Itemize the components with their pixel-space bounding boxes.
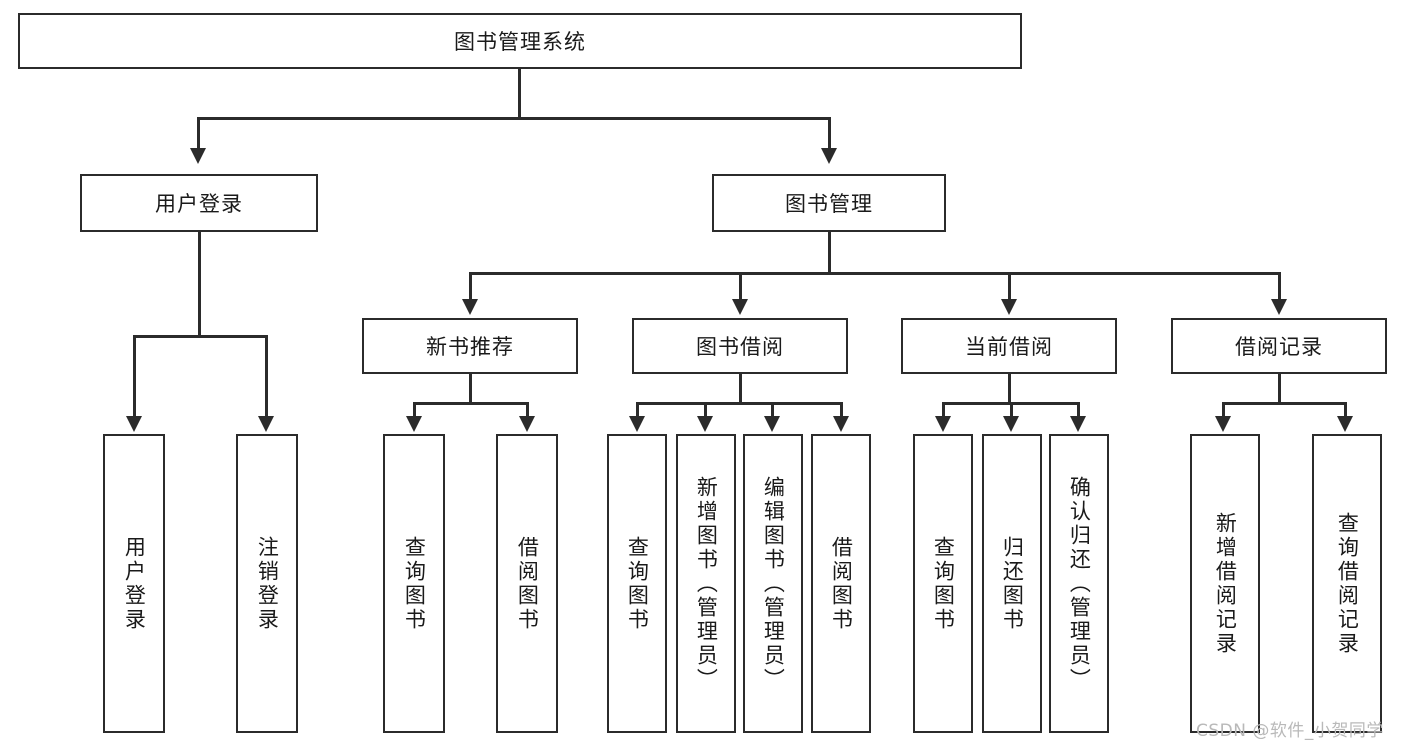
arrow-to-current-borrow xyxy=(1001,299,1017,315)
connector-level3-bar xyxy=(469,272,1281,275)
node-label: 查询图书 xyxy=(931,535,956,632)
arrow-leaf-nbr-2 xyxy=(519,416,535,432)
arrow-leaf-bb-3 xyxy=(764,416,780,432)
node-label: 查询图书 xyxy=(625,535,650,632)
arrow-leaf-bb-2 xyxy=(697,416,713,432)
node-label: 归还图书 xyxy=(1000,535,1025,632)
connector-nbr-leaf-1 xyxy=(413,402,416,418)
arrow-leaf-cb-2 xyxy=(1003,416,1019,432)
csdn-watermark: CSDN @软件_小贺同学 xyxy=(1196,721,1384,741)
leaf-br-add-record[interactable]: 新增借阅记录 xyxy=(1190,434,1260,733)
connector-to-new-book-recommend xyxy=(469,272,472,300)
node-label: 当前借阅 xyxy=(965,335,1053,359)
node-borrow-record[interactable]: 借阅记录 xyxy=(1171,318,1387,374)
arrow-leaf-cb-3 xyxy=(1070,416,1086,432)
leaf-user-login-login[interactable]: 用户登录 xyxy=(103,434,165,733)
arrow-leaf-cb-1 xyxy=(935,416,951,432)
leaf-nbr-borrow-book[interactable]: 借阅图书 xyxy=(496,434,558,733)
connector-br-leaf-2 xyxy=(1344,402,1347,418)
connector-borrow-record-bar xyxy=(1222,402,1347,405)
leaf-bb-query-book[interactable]: 查询图书 xyxy=(607,434,667,733)
node-label: 查询图书 xyxy=(402,535,427,632)
leaf-user-login-logout[interactable]: 注销登录 xyxy=(236,434,298,733)
node-label: 新增借阅记录 xyxy=(1213,511,1238,656)
leaf-bb-borrow-book[interactable]: 借阅图书 xyxy=(811,434,871,733)
connector-user-login-bar xyxy=(133,335,267,338)
connector-level2-bar xyxy=(197,117,831,120)
connector-cb-leaf-2 xyxy=(1010,402,1013,418)
leaf-bb-edit-book-admin[interactable]: 编辑图书（管理员） xyxy=(743,434,803,733)
arrow-leaf-nbr-1 xyxy=(406,416,422,432)
connector-to-borrow-record xyxy=(1278,272,1281,300)
node-label: 图书借阅 xyxy=(696,335,784,359)
node-user-login[interactable]: 用户登录 xyxy=(80,174,318,232)
arrow-leaf-bb-1 xyxy=(629,416,645,432)
node-label: 新书推荐 xyxy=(426,335,514,359)
node-label: 新增图书（管理员） xyxy=(694,475,719,692)
arrow-to-user-login xyxy=(190,148,206,164)
connector-book-borrow-bar xyxy=(636,402,843,405)
arrow-leaf-user-login-2 xyxy=(258,416,274,432)
node-new-book-recommend[interactable]: 新书推荐 xyxy=(362,318,578,374)
leaf-bb-add-book-admin[interactable]: 新增图书（管理员） xyxy=(676,434,736,733)
connector-to-user-login xyxy=(197,117,200,149)
connector-to-current-borrow xyxy=(1008,272,1011,300)
connector-book-management-stem xyxy=(828,232,831,274)
leaf-br-query-record[interactable]: 查询借阅记录 xyxy=(1312,434,1382,733)
node-label: 借阅记录 xyxy=(1235,335,1323,359)
arrow-to-borrow-record xyxy=(1271,299,1287,315)
arrow-leaf-user-login-1 xyxy=(126,416,142,432)
node-label: 注销登录 xyxy=(255,535,280,632)
connector-borrow-record-stem xyxy=(1278,374,1281,404)
connector-br-leaf-1 xyxy=(1222,402,1225,418)
connector-nbr-leaf-2 xyxy=(526,402,529,418)
arrow-to-book-borrow xyxy=(732,299,748,315)
arrow-leaf-br-1 xyxy=(1215,416,1231,432)
connector-bb-leaf-2 xyxy=(704,402,707,418)
node-label: 查询借阅记录 xyxy=(1335,511,1360,656)
connector-user-login-stem xyxy=(198,232,201,337)
node-label: 借阅图书 xyxy=(829,535,854,632)
connector-bb-leaf-4 xyxy=(840,402,843,418)
leaf-cb-query-book[interactable]: 查询图书 xyxy=(913,434,973,733)
connector-bb-leaf-3 xyxy=(771,402,774,418)
node-current-borrow[interactable]: 当前借阅 xyxy=(901,318,1117,374)
connector-cb-leaf-3 xyxy=(1077,402,1080,418)
node-label: 图书管理系统 xyxy=(454,30,586,54)
arrow-leaf-bb-4 xyxy=(833,416,849,432)
leaf-cb-confirm-return-admin[interactable]: 确认归还（管理员） xyxy=(1049,434,1109,733)
connector-to-book-management xyxy=(828,117,831,149)
connector-new-book-recommend-stem xyxy=(469,374,472,404)
connector-user-login-leaf-2 xyxy=(265,335,268,417)
connector-book-borrow-stem xyxy=(739,374,742,404)
node-book-management[interactable]: 图书管理 xyxy=(712,174,946,232)
connector-cb-leaf-1 xyxy=(942,402,945,418)
connector-new-book-recommend-bar xyxy=(413,402,529,405)
arrow-to-new-book-recommend xyxy=(462,299,478,315)
connector-root-stem xyxy=(518,69,521,119)
connector-bb-leaf-1 xyxy=(636,402,639,418)
connector-user-login-leaf-1 xyxy=(133,335,136,417)
arrow-to-book-management xyxy=(821,148,837,164)
connector-to-book-borrow xyxy=(739,272,742,300)
node-label: 用户登录 xyxy=(155,192,243,216)
node-label: 用户登录 xyxy=(122,535,147,632)
leaf-cb-return-book[interactable]: 归还图书 xyxy=(982,434,1042,733)
connector-current-borrow-stem xyxy=(1008,374,1011,404)
node-label: 编辑图书（管理员） xyxy=(761,475,786,692)
node-label: 借阅图书 xyxy=(515,535,540,632)
leaf-nbr-query-book[interactable]: 查询图书 xyxy=(383,434,445,733)
node-label: 确认归还（管理员） xyxy=(1067,475,1092,692)
node-label: 图书管理 xyxy=(785,192,873,216)
node-root-book-management-system[interactable]: 图书管理系统 xyxy=(18,13,1022,69)
arrow-leaf-br-2 xyxy=(1337,416,1353,432)
node-book-borrow[interactable]: 图书借阅 xyxy=(632,318,848,374)
